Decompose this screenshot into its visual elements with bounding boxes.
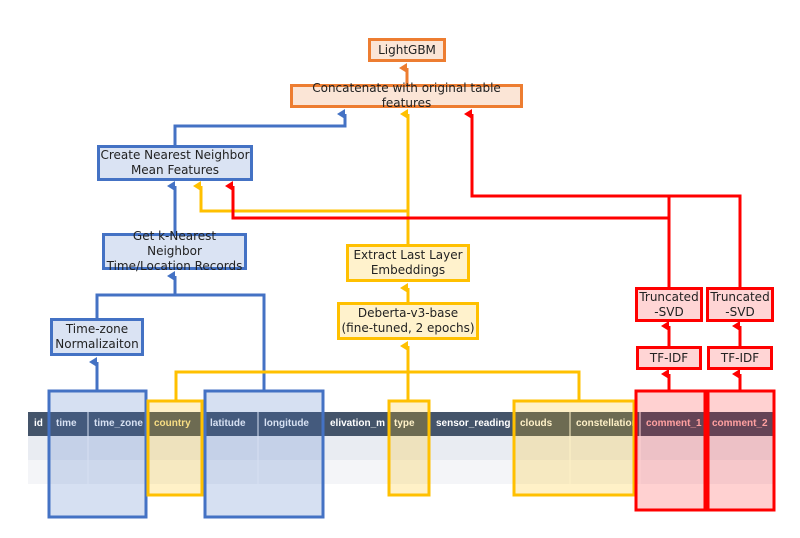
tfidf-node-2: TF-IDF	[707, 346, 773, 370]
column-header-type: type	[394, 418, 415, 429]
table-row	[28, 460, 773, 484]
concat-node: Concatenate with original table features	[290, 81, 523, 110]
column-header-constellation: constellation	[576, 418, 638, 429]
truncated-svd-node-1: Truncated -SVD	[635, 287, 703, 322]
lightgbm-node: LightGBM	[368, 38, 446, 62]
column-header-sensor-reading: sensor_reading	[436, 418, 511, 429]
column-header-time-zone: time_zone	[94, 418, 143, 429]
table-row	[28, 436, 773, 460]
column-header-latitude: latitude	[210, 418, 246, 429]
column-header-country: country	[154, 418, 191, 429]
country-column-highlight	[146, 399, 204, 497]
column-header-elivation: elivation_m	[330, 418, 386, 429]
extract-embeddings-node: Extract Last Layer Embeddings	[346, 244, 470, 282]
column-header-id: id	[34, 418, 43, 429]
timezone-normalization-node: Time-zone Normalizaiton	[50, 318, 144, 356]
clouds-constellation-highlight	[512, 399, 636, 497]
comment-1-highlight	[634, 389, 707, 512]
column-header-clouds: clouds	[520, 418, 553, 429]
truncated-svd-node-2: Truncated -SVD	[706, 287, 774, 322]
type-column-highlight	[387, 399, 431, 497]
nn-mean-features-node: Create Nearest Neighbor Mean Features	[97, 145, 253, 181]
column-header-time: time	[56, 418, 77, 429]
knn-records-node: Get k-Nearest Neighbor Time/Location Rec…	[102, 229, 247, 273]
column-header-comment-2: comment_2	[712, 418, 768, 429]
tfidf-node-1: TF-IDF	[636, 346, 702, 370]
table-header-bar	[28, 412, 773, 436]
column-header-longitude: longitude	[264, 418, 309, 429]
time-columns-highlight	[47, 389, 148, 519]
comment-2-highlight	[706, 389, 776, 512]
deberta-node: Deberta-v3-base (fine-tuned, 2 epochs)	[337, 302, 479, 340]
location-columns-highlight	[203, 389, 325, 519]
column-header-comment-1: comment_1	[646, 418, 702, 429]
